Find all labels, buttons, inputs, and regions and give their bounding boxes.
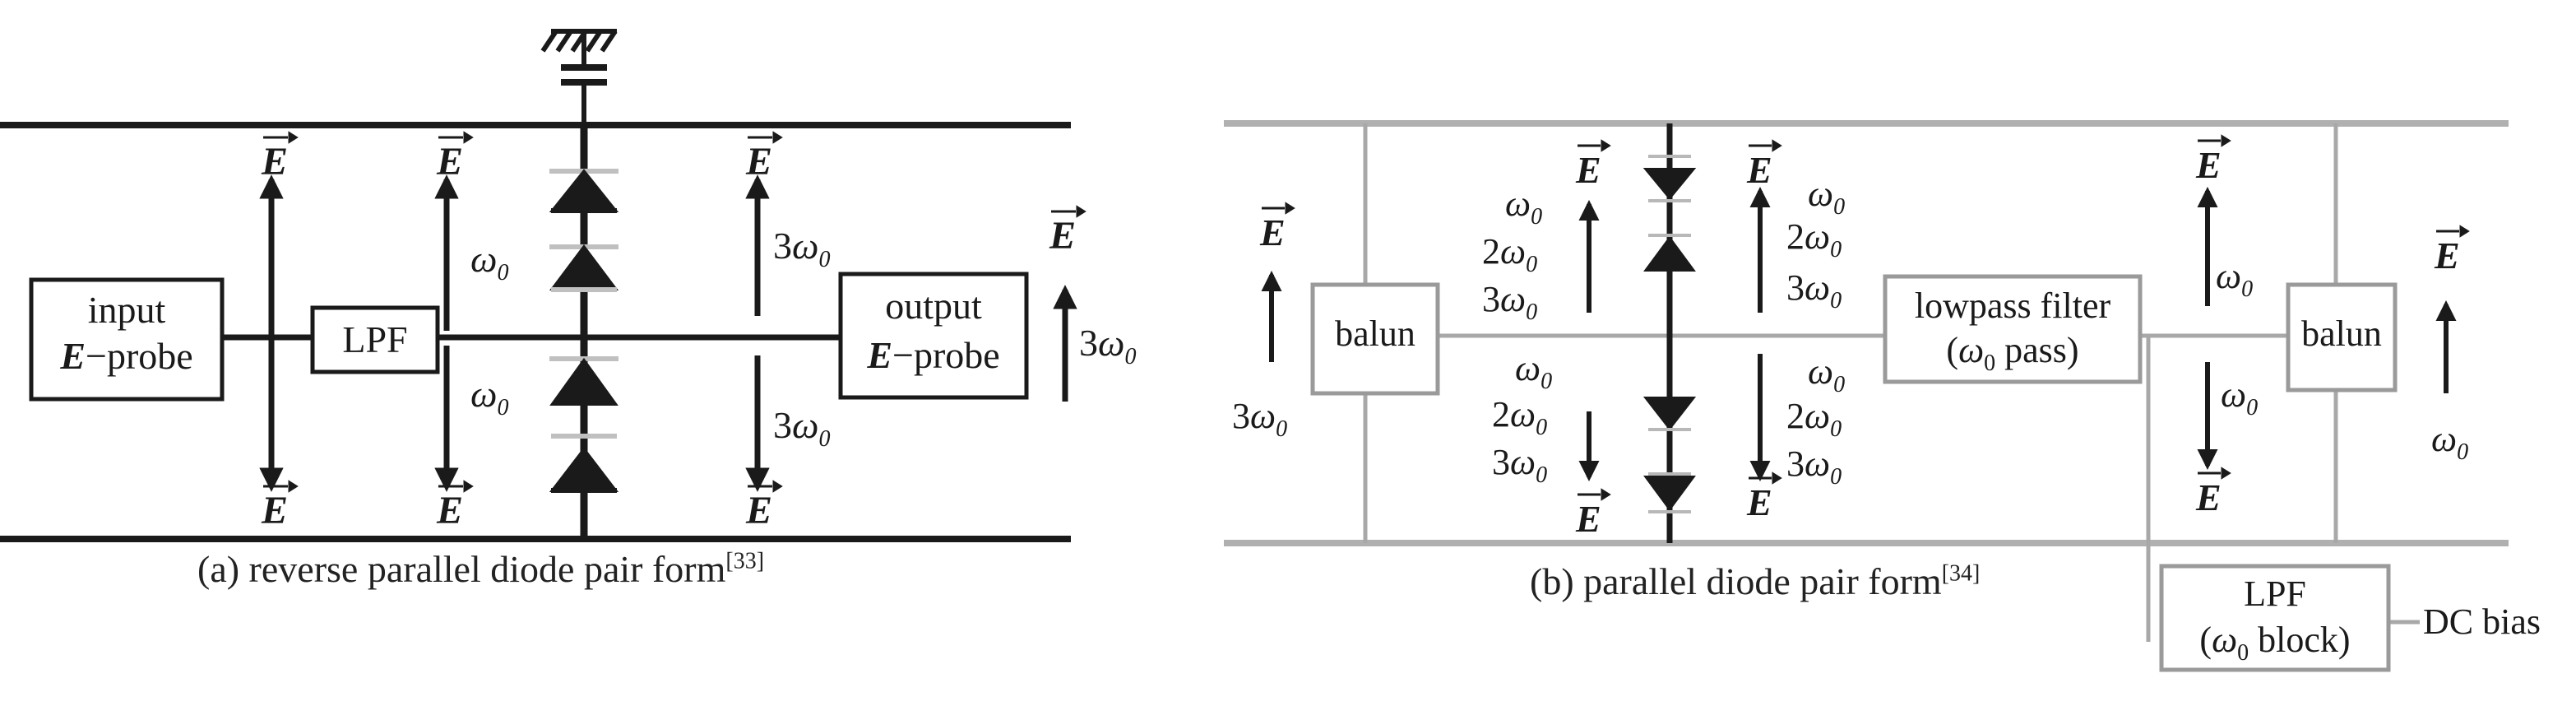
caption-b-text: (b) parallel diode pair form bbox=[1530, 560, 1942, 602]
e-label-b2-top: E bbox=[1746, 149, 1772, 191]
freq-b2-lower-1: ω0 bbox=[1808, 351, 1845, 397]
input-probe-suffix: −probe bbox=[86, 335, 193, 377]
lowpass-filter-line2: (ω0 pass) bbox=[1946, 330, 2078, 376]
input-probe-field: E bbox=[59, 335, 86, 377]
balun-box-right bbox=[2286, 282, 2398, 392]
e-label-b-output: E bbox=[2434, 235, 2460, 276]
output-probe-line1: output bbox=[885, 285, 982, 327]
freq-b1-upper-1: ω0 bbox=[1505, 183, 1542, 230]
e-label-a2-top: E bbox=[436, 140, 463, 183]
freq-b1-lower-3: 3ω0 bbox=[1492, 442, 1547, 488]
freq-a2-upper: ω0 bbox=[470, 238, 508, 286]
panel-b: balun lowpass filter (ω0 pass) balun LPF… bbox=[1224, 120, 2541, 672]
freq-b2-upper-1: ω0 bbox=[1808, 174, 1845, 220]
panel-a: input E−probe LPF output E−probe E E E E… bbox=[0, 29, 1136, 542]
caption-b: (b) parallel diode pair form[34] bbox=[1530, 560, 1980, 603]
freq-b3-lower: ω0 bbox=[2221, 374, 2258, 420]
diode-pair-top bbox=[549, 169, 619, 292]
e-label-a1-bottom: E bbox=[261, 489, 288, 532]
vector-arrows-a bbox=[263, 131, 1086, 493]
e-label-b2-bottom: E bbox=[1746, 481, 1772, 523]
e-label-a3-top: E bbox=[745, 140, 772, 183]
input-probe-line1: input bbox=[88, 289, 166, 331]
freq-a3-upper: 3ω0 bbox=[773, 225, 830, 272]
output-probe-box bbox=[838, 272, 1029, 400]
balun-label-right: balun bbox=[2301, 314, 2382, 354]
e-label-a-output: E bbox=[1049, 214, 1076, 258]
vector-arrows-b bbox=[1262, 134, 2470, 501]
e-label-a1-top: E bbox=[261, 140, 288, 183]
e-label-b-input: E bbox=[1259, 211, 1286, 253]
e-label-b1-bottom: E bbox=[1575, 498, 1601, 540]
balun-label-left: balun bbox=[1335, 314, 1415, 354]
freq-a2-lower: ω0 bbox=[470, 373, 508, 420]
dc-bias-label: DC bias bbox=[2423, 601, 2541, 642]
ground-icon bbox=[540, 29, 618, 125]
diode-pair-bottom bbox=[549, 356, 619, 493]
output-probe-line2: E−probe bbox=[866, 334, 999, 376]
freq-b-input: 3ω0 bbox=[1232, 396, 1287, 442]
lowpass-filter-line1: lowpass filter bbox=[1915, 286, 2111, 326]
balun-box-left bbox=[1310, 282, 1440, 396]
e-label-b3-top: E bbox=[2195, 144, 2222, 186]
e-label-b3-bottom: E bbox=[2195, 476, 2222, 518]
output-probe-field: E bbox=[866, 334, 892, 376]
freq-b2-lower-2: 2ω0 bbox=[1786, 396, 1842, 442]
freq-b2-upper-3: 3ω0 bbox=[1786, 267, 1842, 314]
input-probe-line2: E−probe bbox=[59, 335, 192, 377]
freq-b-output: ω0 bbox=[2431, 419, 2468, 465]
freq-b1-upper-3: 3ω0 bbox=[1482, 279, 1537, 325]
caption-a: (a) reverse parallel diode pair form[33] bbox=[197, 547, 764, 591]
freq-b2-lower-3: 3ω0 bbox=[1786, 444, 1842, 490]
lpf-block-line1: LPF bbox=[2244, 574, 2306, 614]
freq-a3-lower: 3ω0 bbox=[773, 404, 830, 452]
lpf-box bbox=[310, 305, 440, 374]
freq-b1-lower-2: 2ω0 bbox=[1492, 394, 1547, 440]
e-label-a2-bottom: E bbox=[436, 489, 463, 532]
output-probe-suffix: −probe bbox=[892, 334, 1000, 376]
caption-a-ref: [33] bbox=[725, 548, 765, 574]
lpf-block-box bbox=[2159, 564, 2391, 672]
freq-b1-upper-2: 2ω0 bbox=[1482, 231, 1537, 277]
freq-a-output: 3ω0 bbox=[1079, 322, 1136, 369]
lowpass-filter-box bbox=[1883, 274, 2143, 384]
diodes-b bbox=[1642, 155, 1697, 513]
input-probe-box bbox=[29, 277, 225, 402]
lpf-block-line2: (ω0 block) bbox=[2199, 620, 2350, 666]
freq-b2-upper-2: 2ω0 bbox=[1786, 216, 1842, 262]
caption-b-ref: [34] bbox=[1941, 560, 1981, 587]
freq-b3-upper: ω0 bbox=[2216, 256, 2253, 302]
e-label-b1-top: E bbox=[1575, 149, 1601, 191]
freq-b1-lower-1: ω0 bbox=[1515, 348, 1552, 394]
e-label-a3-bottom: E bbox=[745, 489, 772, 532]
caption-a-text: (a) reverse parallel diode pair form bbox=[197, 548, 726, 590]
lpf-label: LPF bbox=[342, 318, 407, 360]
